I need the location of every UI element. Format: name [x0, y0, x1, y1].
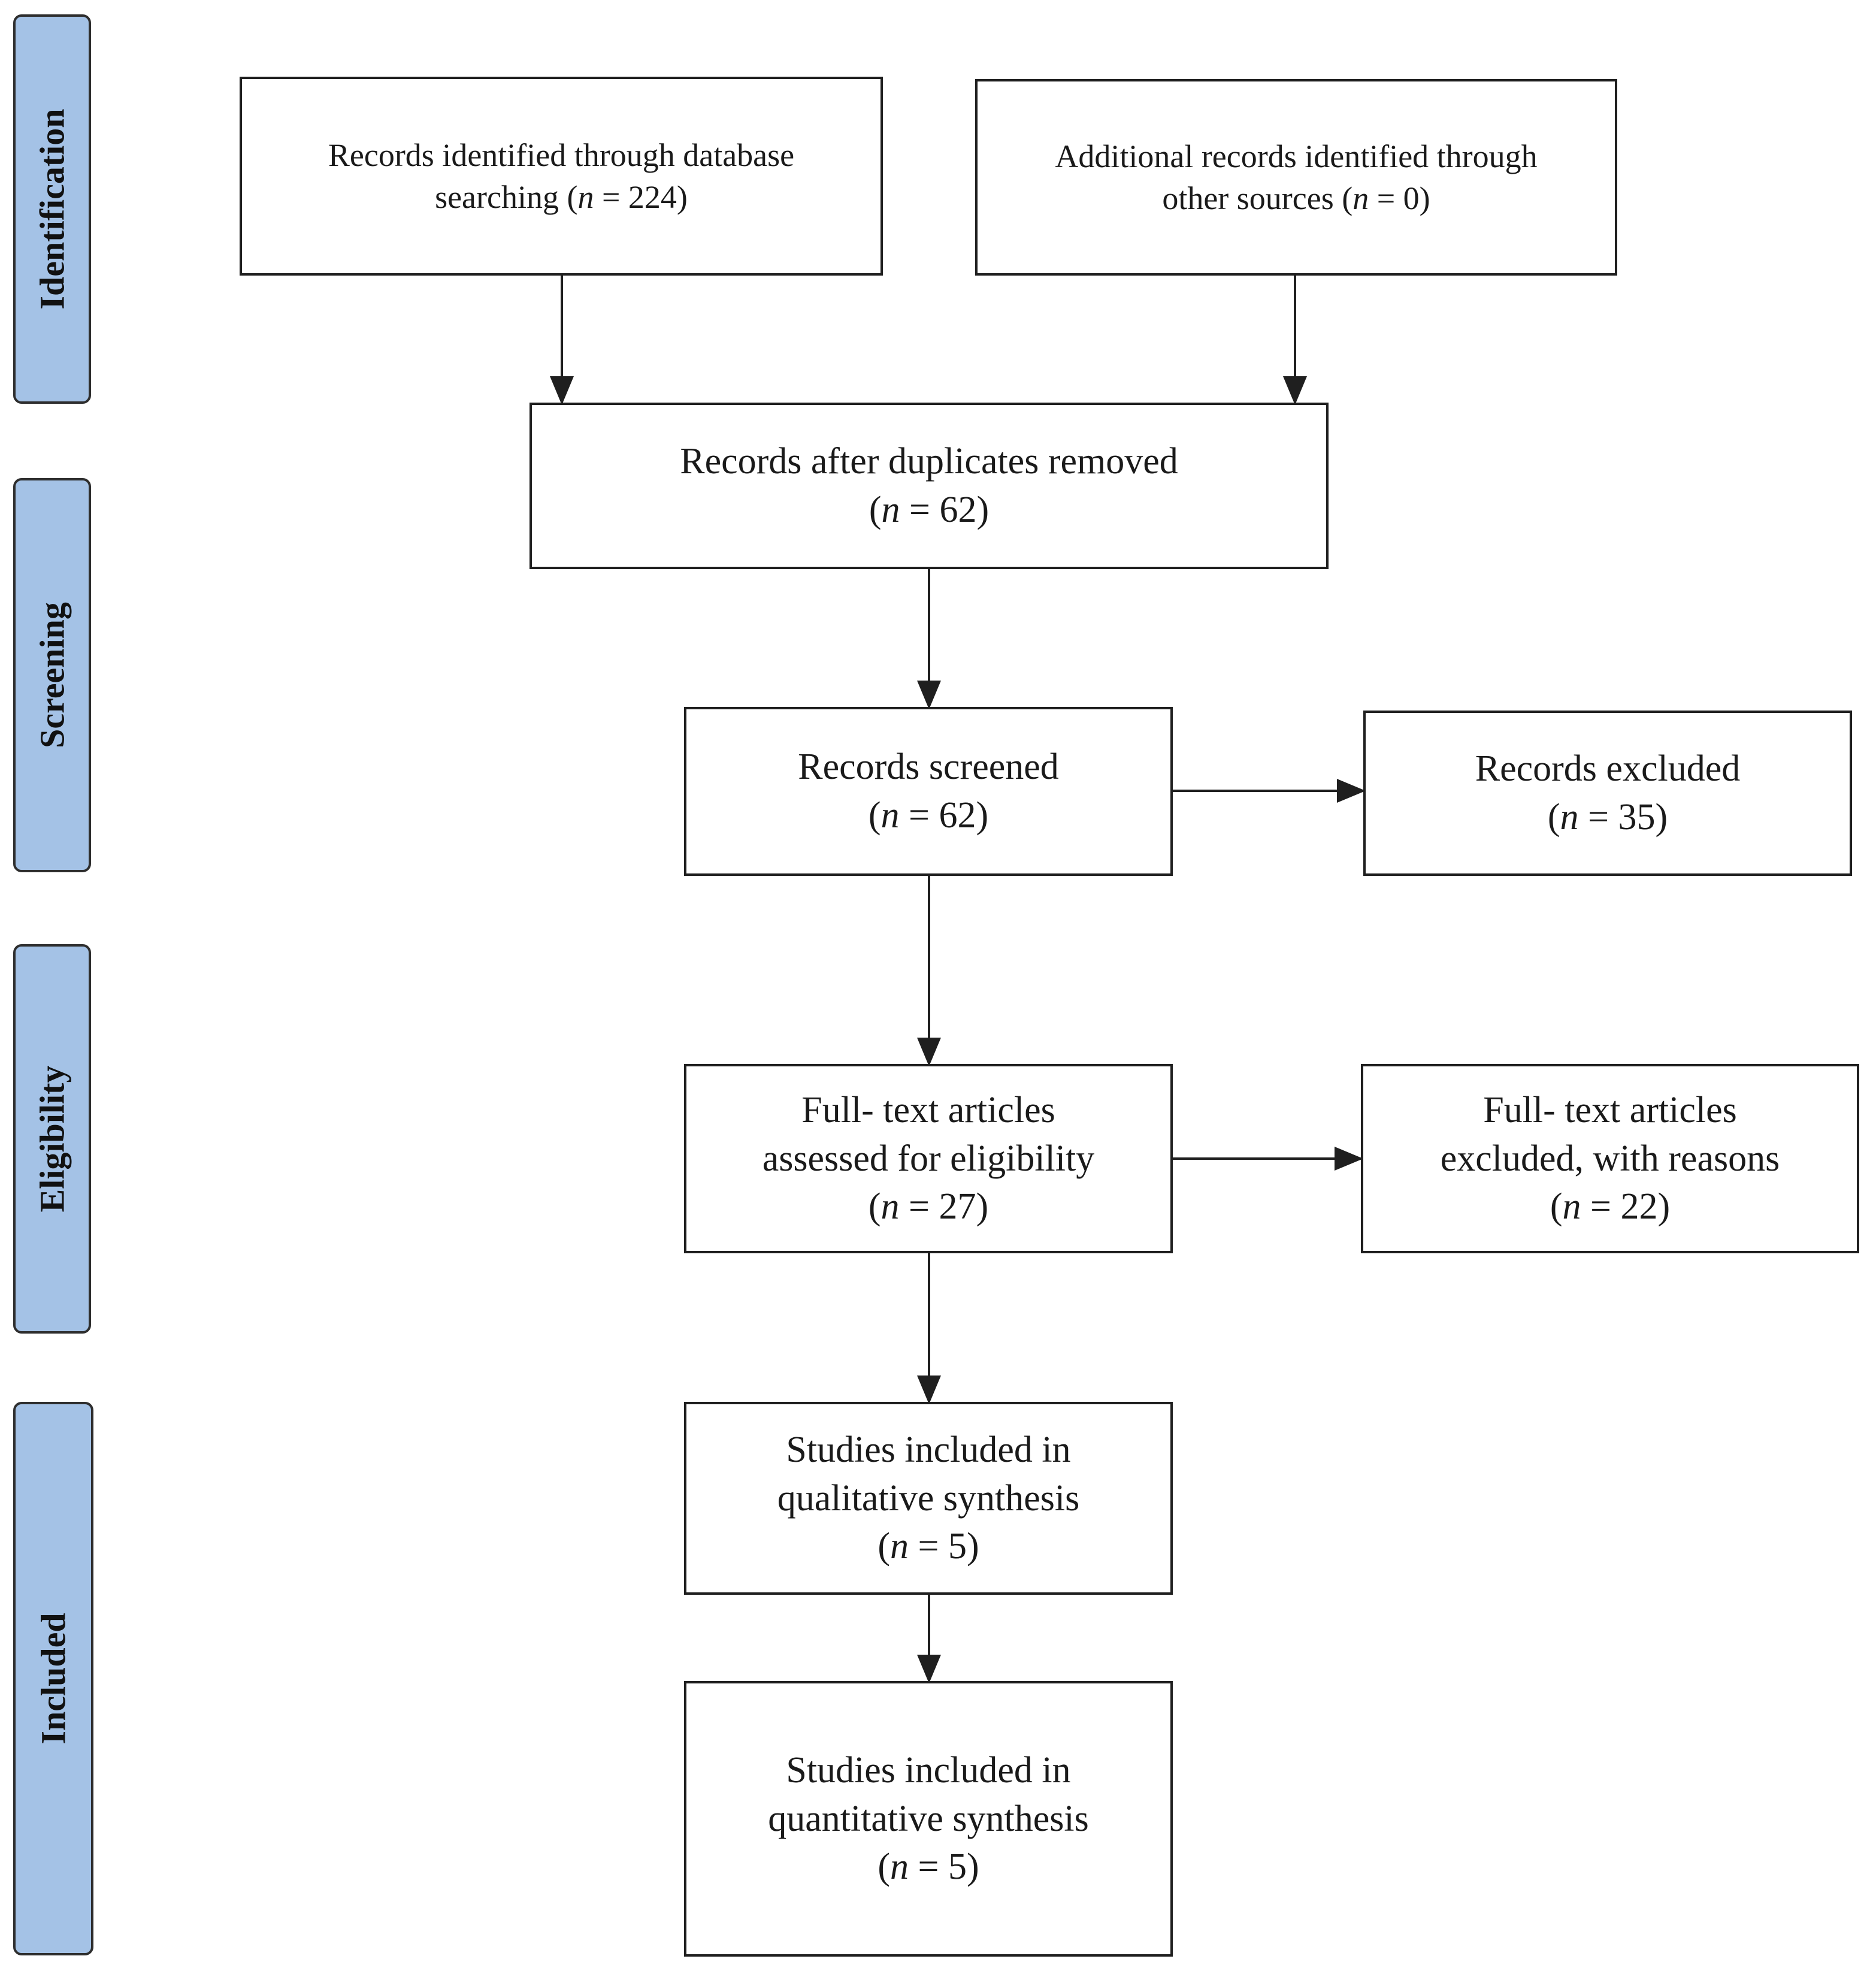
box-quantitative-synthesis: Studies included in quantitative synthes… [684, 1681, 1173, 1957]
phase-eligibility: Eligibility [13, 944, 91, 1334]
fulltext-assessed-line1: Full- text articles [801, 1090, 1055, 1131]
screened-count: (n = 62) [868, 795, 989, 836]
box-records-excluded: Records excluded (n = 35) [1363, 711, 1852, 876]
excluded-count: (n = 35) [1547, 797, 1668, 838]
fulltext-excluded-count: (n = 22) [1550, 1186, 1671, 1228]
after-duplicates-line1: Records after duplicates removed [680, 441, 1178, 482]
screened-line1: Records screened [798, 746, 1059, 788]
quantitative-line2: quantitative synthesis [768, 1798, 1089, 1839]
phase-included: Included [13, 1402, 93, 1955]
quantitative-line1: Studies included in [786, 1750, 1071, 1791]
box-fulltext-assessed: Full- text articles assessed for eligibi… [684, 1064, 1173, 1253]
other-sources-line1: Additional records identified through [1055, 138, 1538, 174]
box-database-search: Records identified through database sear… [240, 77, 883, 276]
box-after-duplicates: Records after duplicates removed (n = 62… [529, 403, 1329, 569]
phase-screening: Screening [13, 478, 91, 872]
excluded-line1: Records excluded [1475, 748, 1741, 790]
quantitative-count: (n = 5) [878, 1846, 979, 1888]
fulltext-excluded-line2: excluded, with reasons [1440, 1138, 1780, 1179]
box-fulltext-excluded: Full- text articles excluded, with reaso… [1361, 1064, 1859, 1253]
db-search-count: searching (n = 224) [435, 179, 688, 215]
after-duplicates-count: (n = 62) [869, 489, 990, 530]
fulltext-excluded-line1: Full- text articles [1483, 1090, 1737, 1131]
fulltext-assessed-count: (n = 27) [868, 1186, 989, 1228]
qualitative-count: (n = 5) [878, 1526, 979, 1567]
qualitative-line1: Studies included in [786, 1429, 1071, 1471]
box-qualitative-synthesis: Studies included in qualitative synthesi… [684, 1402, 1173, 1595]
phase-identification: Identification [13, 14, 91, 404]
other-sources-count: other sources (n = 0) [1162, 180, 1430, 216]
fulltext-assessed-line2: assessed for eligibility [762, 1138, 1095, 1179]
qualitative-line2: qualitative synthesis [777, 1477, 1080, 1519]
db-search-line1: Records identified through database [328, 137, 795, 173]
box-records-screened: Records screened (n = 62) [684, 707, 1173, 876]
box-other-sources: Additional records identified through ot… [975, 79, 1617, 276]
